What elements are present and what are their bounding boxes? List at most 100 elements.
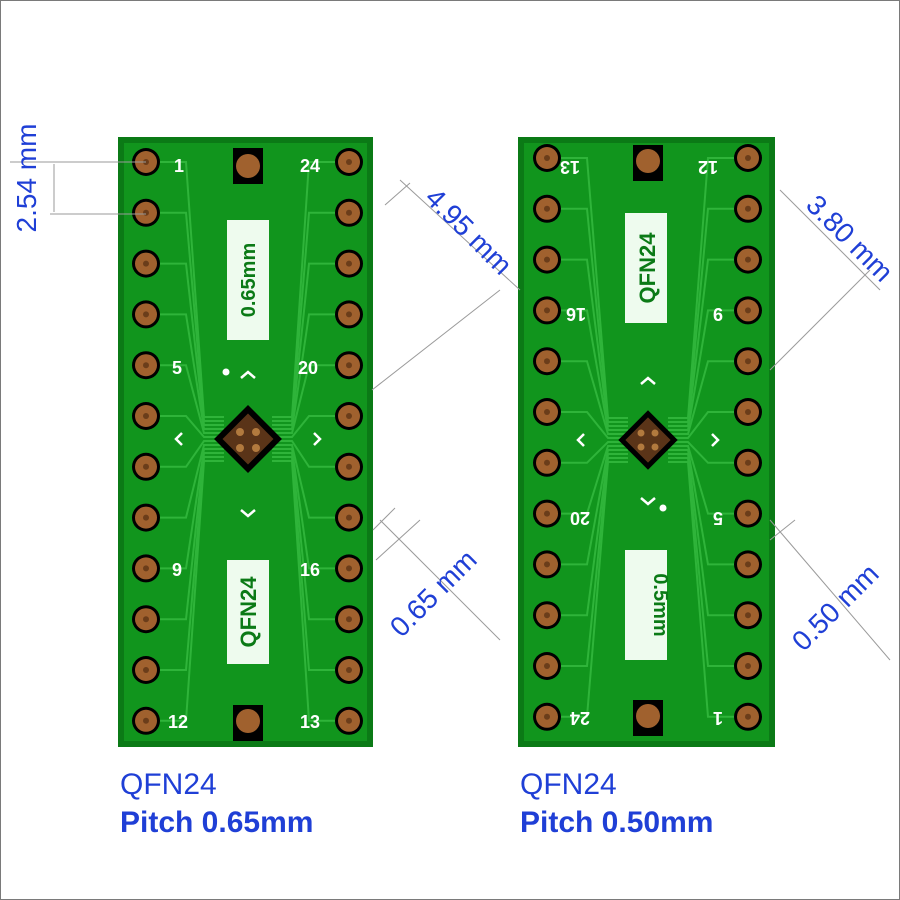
right-pad-hole bbox=[544, 205, 550, 212]
left-traces bbox=[146, 161, 349, 722]
right-trace bbox=[668, 411, 748, 439]
left-label-top-box bbox=[227, 220, 269, 340]
right-pad-hole bbox=[745, 713, 751, 720]
right-label-bottom: 0.5mm bbox=[649, 573, 671, 636]
right-pad-hole bbox=[745, 205, 751, 212]
dim-right-pitch: 0.50 mm bbox=[786, 558, 885, 657]
right-pad-hole bbox=[544, 459, 550, 466]
left-pin-12: 12 bbox=[168, 712, 188, 732]
left-trace bbox=[272, 456, 349, 671]
left-trace bbox=[146, 364, 224, 434]
left-pad-hole bbox=[143, 667, 149, 673]
right-label-top-box bbox=[625, 213, 667, 323]
right-qfn-chip bbox=[576, 376, 720, 512]
right-pin-9: 9 bbox=[713, 304, 723, 324]
right-trace bbox=[547, 445, 628, 515]
left-pin-1: 1 bbox=[174, 156, 184, 176]
right-pad-hole bbox=[544, 409, 550, 415]
left-trace bbox=[146, 161, 224, 418]
right-pad-hole bbox=[745, 510, 751, 517]
right-trace bbox=[547, 411, 628, 439]
right-trace bbox=[547, 360, 628, 435]
left-pad-hole bbox=[143, 616, 149, 623]
right-pin-20: 20 bbox=[570, 508, 590, 528]
right-pad-hole bbox=[745, 459, 751, 466]
left-pin-5: 5 bbox=[172, 358, 182, 378]
right-trace bbox=[547, 157, 628, 419]
left-label-bottom-box bbox=[227, 560, 269, 664]
right-trace bbox=[547, 449, 628, 566]
right-pad-hole bbox=[745, 612, 751, 619]
right-trace bbox=[547, 441, 628, 464]
left-pin-20: 20 bbox=[298, 358, 318, 378]
left-pad-hole bbox=[346, 717, 352, 724]
right-trace bbox=[668, 453, 748, 617]
right-pad-hole bbox=[544, 358, 550, 365]
right-caption-name: QFN24 bbox=[520, 768, 617, 801]
right-pad-hole bbox=[745, 358, 751, 365]
right-pads bbox=[533, 144, 762, 731]
left-pin-9: 9 bbox=[172, 560, 182, 580]
left-bottom-mount-pad-copper bbox=[236, 709, 260, 733]
left-pad-hole bbox=[346, 616, 352, 623]
right-pad-hole bbox=[544, 155, 550, 161]
right-traces bbox=[547, 157, 748, 718]
left-pad-hole bbox=[143, 565, 149, 572]
right-pad-hole bbox=[745, 409, 751, 415]
right-pad-hole bbox=[544, 510, 550, 517]
right-trace bbox=[668, 461, 748, 718]
left-trace bbox=[272, 440, 349, 468]
right-label-bottom-box bbox=[625, 550, 667, 660]
left-trace bbox=[146, 452, 224, 621]
left-top-mount-pad-copper bbox=[236, 154, 260, 178]
right-pad-hole bbox=[745, 256, 751, 263]
right-pad-hole bbox=[745, 155, 751, 161]
dim-left-pitch: 0.65 mm bbox=[384, 544, 483, 643]
right-pin-5: 5 bbox=[713, 508, 723, 528]
right-trace bbox=[668, 157, 748, 419]
right-trace bbox=[668, 449, 748, 566]
right-trace bbox=[547, 461, 628, 718]
right-pad-hole bbox=[544, 307, 550, 314]
right-trace bbox=[547, 258, 628, 427]
right-pad-hole bbox=[544, 663, 550, 669]
dim-left-diag: 4.95 mm bbox=[419, 182, 518, 281]
left-pad-hole bbox=[346, 362, 352, 369]
left-pad-hole bbox=[143, 413, 149, 419]
left-pad-hole bbox=[346, 463, 352, 470]
left-trace bbox=[272, 262, 349, 426]
left-pad-hole bbox=[143, 311, 149, 318]
right-pad-hole bbox=[544, 256, 550, 263]
right-trace bbox=[668, 457, 748, 667]
right-pad-hole bbox=[745, 663, 751, 669]
left-caption-name: QFN24 bbox=[120, 768, 217, 801]
right-top-mount-pad-copper bbox=[636, 149, 660, 173]
right-bottom-mount-pad-copper bbox=[636, 704, 660, 728]
left-trace bbox=[272, 161, 349, 418]
right-trace bbox=[668, 445, 748, 515]
right-label-top: QFN24 bbox=[635, 232, 660, 304]
left-pad-hole bbox=[143, 717, 149, 724]
right-pin-16: 16 bbox=[566, 304, 586, 324]
left-trace bbox=[272, 364, 349, 434]
left-pads bbox=[132, 148, 363, 735]
left-trace bbox=[272, 313, 349, 430]
left-trace bbox=[146, 262, 224, 426]
left-label-top: 0.65mm bbox=[238, 243, 260, 318]
right-pin-12: 12 bbox=[698, 157, 718, 177]
left-trace bbox=[272, 211, 349, 422]
left-pad-hole bbox=[143, 362, 149, 369]
left-pad-hole bbox=[143, 463, 149, 470]
left-trace bbox=[146, 440, 224, 468]
left-pad-hole bbox=[346, 209, 352, 216]
right-trace bbox=[547, 453, 628, 617]
left-pin-13: 13 bbox=[300, 712, 320, 732]
left-trace bbox=[272, 448, 349, 570]
right-trace bbox=[547, 457, 628, 667]
left-trace bbox=[272, 460, 349, 722]
dimension-lines bbox=[10, 161, 891, 661]
left-pad-hole bbox=[346, 667, 352, 673]
left-pad-hole bbox=[346, 311, 352, 318]
left-label-bottom: QFN24 bbox=[236, 576, 261, 648]
